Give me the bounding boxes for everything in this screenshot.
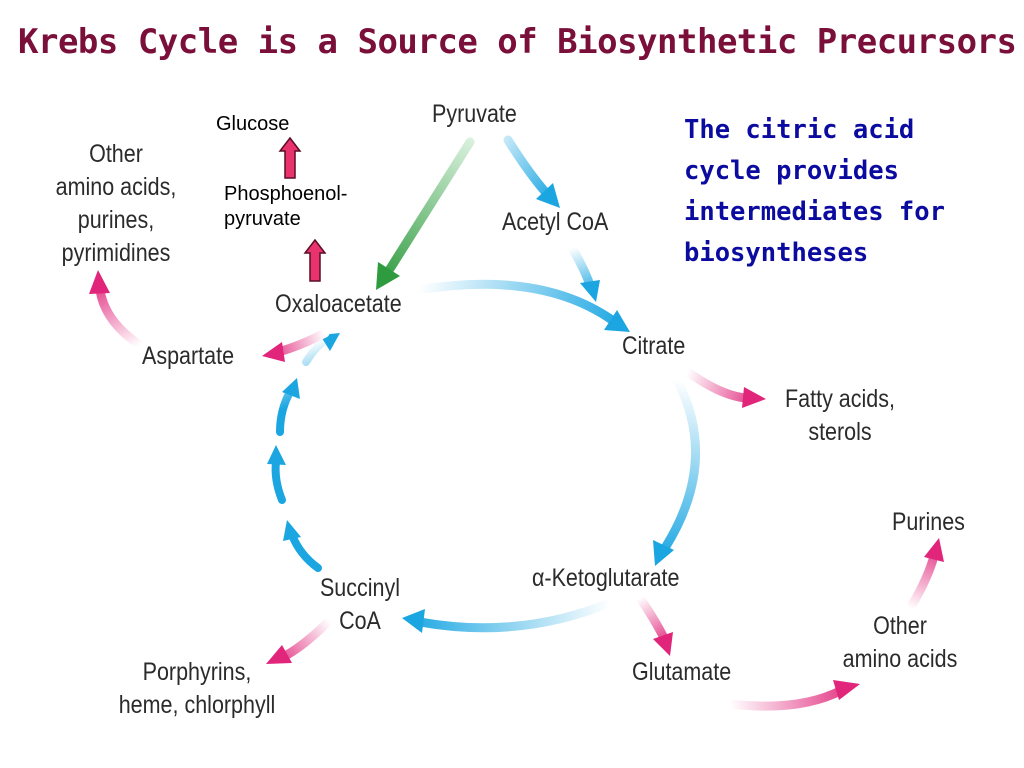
node-purines: Purines: [892, 508, 965, 536]
node-other-amino-acids-left-line: amino acids,: [55, 173, 177, 201]
node-porphyrins-line: heme, chlorphyll: [118, 691, 276, 719]
arrow-glutamate-to-otheraminoacids: [725, 685, 847, 711]
node-fatty-acids-line: Fatty acids,: [785, 385, 895, 413]
arrow-return-3: [276, 388, 294, 436]
node-succinyl-coa: Succinyl CoA: [308, 572, 411, 638]
node-porphyrins-line: Porphyrins,: [142, 658, 252, 686]
arrow-citrate-to-fattyacids: [683, 367, 750, 403]
arrow-pyruvate-to-oxaloacetate: [383, 137, 475, 277]
arrowhead: [282, 378, 300, 399]
node-acetyl-coa: Acetyl CoA: [502, 208, 609, 236]
node-porphyrins: Porphyrins, heme, chlorphyll: [98, 656, 296, 722]
side-note-line: biosyntheses: [684, 238, 869, 268]
arrowhead: [266, 645, 292, 664]
node-other-amino-acids-right-line: amino acids: [842, 645, 958, 673]
up-arrow-to-glucose: [278, 136, 302, 179]
node-other-amino-acids-right: Other amino acids: [831, 610, 969, 676]
side-note-line: intermediates for: [684, 197, 945, 227]
node-phosphoenolpyruvate: Phosphoenol- pyruvate: [224, 182, 347, 232]
arrowhead: [89, 270, 110, 294]
node-pyruvate: Pyruvate: [432, 100, 517, 128]
side-note: The citric acid cycle provides intermedi…: [684, 110, 1004, 274]
arrow-return-2: [271, 458, 286, 504]
arrowhead: [283, 520, 301, 541]
arrowhead: [376, 262, 400, 290]
arrowhead: [580, 280, 600, 302]
arrow-ketoglutarate-to-succinylcoa: [415, 597, 617, 633]
node-aspartate: Aspartate: [142, 342, 235, 370]
arrowhead: [742, 387, 766, 408]
arrow-succinylcoa-to-porphyrins: [280, 615, 335, 661]
arrow-ketoglutarate-to-glutamate: [635, 593, 669, 643]
up-arrow-to-phosphoenolpyruvate: [303, 238, 327, 282]
arrow-return-1: [288, 531, 322, 572]
arrowhead: [653, 540, 674, 566]
node-glucose: Glucose: [216, 113, 290, 135]
arrow-otheraminoacids-to-purines: [907, 551, 939, 610]
node-glutamate: Glutamate: [632, 658, 732, 686]
arrowhead: [653, 632, 673, 656]
arrowhead: [402, 609, 425, 633]
side-note-line: The citric acid: [684, 115, 915, 145]
arrowhead: [267, 445, 286, 465]
node-other-amino-acids-right-line: Other: [873, 612, 927, 640]
page-title: Krebs Cycle is a Source of Biosynthetic …: [18, 22, 1017, 62]
node-phosphoenolpyruvate-line: pyruvate: [224, 208, 301, 230]
node-fatty-acids: Fatty acids, sterols: [771, 383, 909, 449]
node-fatty-acids-line: sterols: [808, 418, 872, 446]
arrowhead: [604, 310, 630, 332]
arrow-citrate-to-ketoglutarate: [660, 373, 701, 553]
node-other-amino-acids-left-line: purines,: [77, 206, 155, 234]
node-other-amino-acids-left-line: Other: [89, 140, 143, 168]
node-succinyl-coa-line: CoA: [339, 607, 381, 635]
node-alpha-ketoglutarate: α-Ketoglutarate: [532, 564, 680, 592]
node-oxaloacetate: Oxaloacetate: [275, 290, 402, 318]
node-other-amino-acids-left-line: pyrimidines: [61, 239, 171, 267]
node-other-amino-acids-left: Other amino acids, purines, pyrimidines: [28, 138, 203, 270]
node-citrate: Citrate: [622, 332, 686, 360]
arrowhead: [536, 183, 560, 208]
side-note-line: cycle provides: [684, 156, 899, 186]
arrowhead: [924, 538, 944, 562]
node-phosphoenolpyruvate-line: Phosphoenol-: [224, 183, 348, 205]
arrow-aspartate-to-otheraminoacids: [95, 285, 145, 350]
arrowhead: [833, 680, 860, 700]
arrow-oxaloacetate-to-citrate: [413, 279, 617, 325]
node-succinyl-coa-line: Succinyl: [319, 574, 401, 602]
arrowhead: [262, 342, 285, 362]
arrow-acetylcoa-to-citrate: [567, 243, 595, 290]
arrow-pyruvate-to-acetylcoa: [503, 135, 553, 200]
